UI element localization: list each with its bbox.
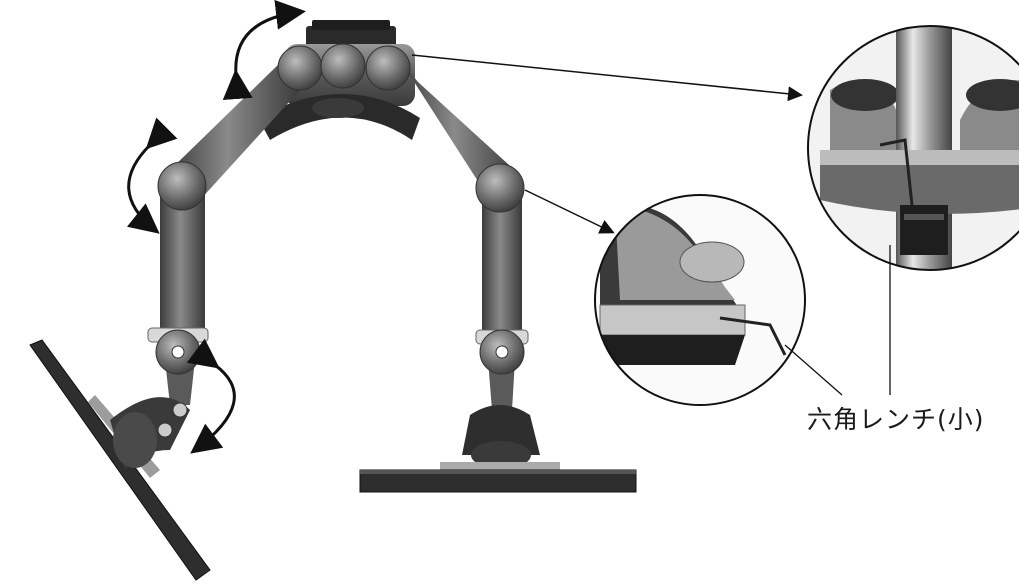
detail-circle-side	[595, 195, 805, 405]
hex-wrench-label: 六角レンチ(小)	[807, 400, 985, 436]
detail-circle-top	[808, 26, 1019, 276]
right-monitor	[360, 405, 636, 492]
left-rotation-arrow-icon	[129, 145, 155, 230]
wrist-rotation-arrow-icon	[195, 365, 234, 450]
